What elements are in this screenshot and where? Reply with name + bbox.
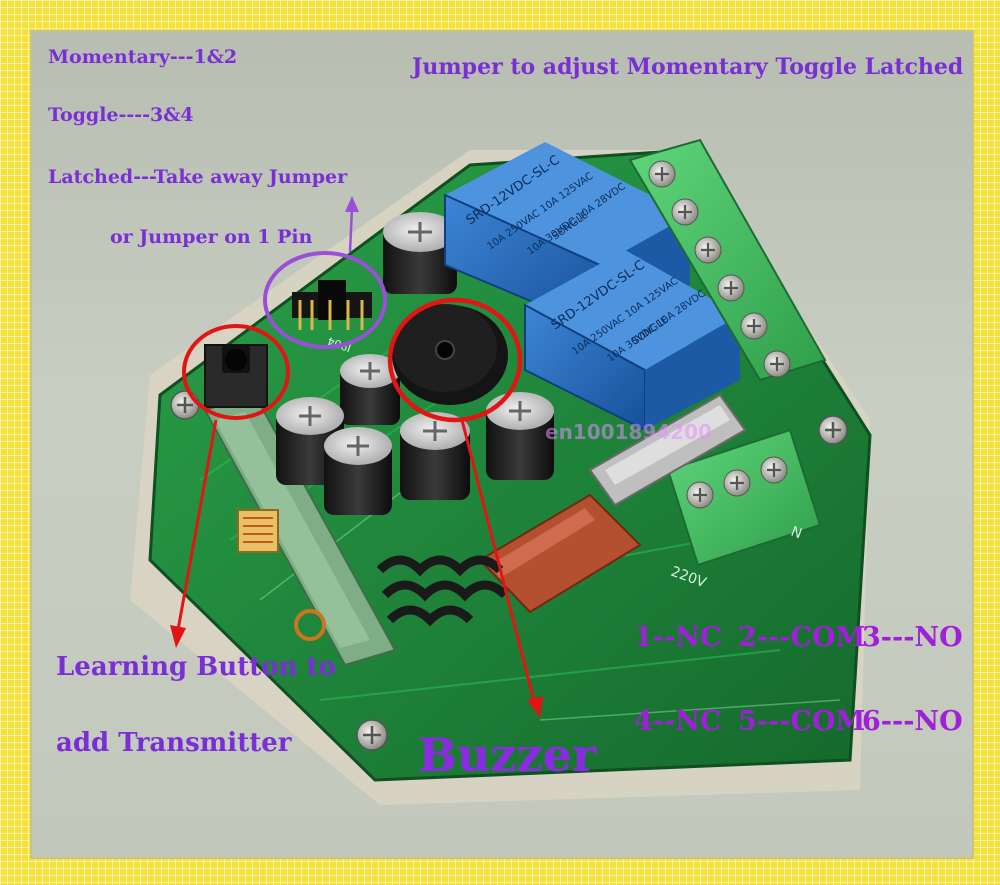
power-terminal-block — [666, 428, 822, 567]
jumper-header — [292, 280, 372, 330]
inductor-coil — [294, 555, 509, 641]
watermark-text: en1001894200 — [545, 420, 712, 444]
pin-2-label: 2---COM — [738, 622, 866, 653]
learning-button — [204, 344, 268, 408]
pin-5-label: 5---COM — [738, 706, 866, 737]
jumper-one-pin-note: or Jumper on 1 Pin — [110, 226, 313, 248]
momentary-note: Momentary---1&2 — [48, 46, 238, 68]
buzzer-component — [392, 304, 508, 405]
terminal-screw — [740, 312, 768, 340]
learning-button-highlight-circle — [182, 324, 290, 420]
jumper-headline: Jumper to adjust Momentary Toggle Latche… — [412, 54, 964, 80]
terminal-screw — [763, 350, 791, 378]
learning-button-label-line1: Learning Button to — [56, 652, 336, 682]
buzzer-arrow — [460, 419, 543, 718]
relay-2: SRD-12VDC-SL-C 10A 250VAC 10A 125VAC 10A… — [524, 250, 740, 432]
terminal-screw — [648, 160, 676, 188]
learning-button-arrow — [170, 419, 218, 648]
terminal-screw — [717, 274, 745, 302]
terminal-screw — [694, 236, 722, 264]
buzzer-highlight-circle — [387, 297, 523, 423]
terminal-screw — [671, 198, 699, 226]
jumper-arrow — [345, 196, 359, 253]
jumper-highlight-circle — [263, 251, 387, 349]
rf-receiver-module — [203, 393, 397, 667]
pin-1-label: 1--NC — [634, 622, 722, 653]
learning-button-label-line2: add Transmitter — [56, 728, 292, 758]
varistor — [588, 393, 747, 507]
electrolytic-capacitors — [276, 212, 554, 515]
silkscreen-terminal: N — [789, 524, 804, 543]
mounting-screws — [170, 390, 848, 751]
latched-note: Latched---Take away Jumper — [48, 166, 348, 188]
toggle-note: Toggle----3&4 — [48, 104, 194, 126]
buzzer-label: Buzzer — [418, 728, 597, 782]
pin-4-label: 4--NC — [634, 706, 722, 737]
output-terminal-block — [628, 138, 827, 382]
x-capacitor — [478, 493, 642, 614]
pin-3-label: 3---NO — [862, 622, 963, 653]
pin-6-label: 6---NO — [862, 706, 963, 737]
